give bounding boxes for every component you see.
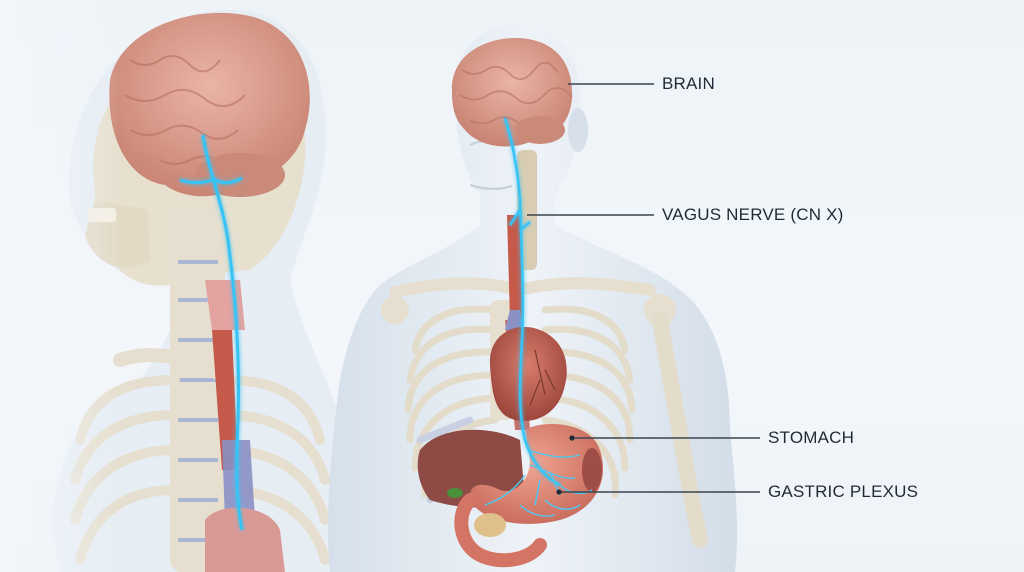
cerebellum — [195, 153, 285, 197]
label-brain: BRAIN — [662, 74, 715, 93]
vein-left — [222, 440, 255, 520]
leader-lines — [527, 83, 760, 493]
shoulder-joint — [644, 294, 676, 326]
esophagus-left — [212, 330, 238, 470]
anchor-dot-gastric-plexus — [556, 489, 562, 495]
vagus-nerve — [503, 117, 561, 487]
gastric-plexus — [484, 449, 593, 517]
heart-top-left — [205, 507, 285, 572]
vagus-nerve-left-view — [179, 134, 244, 531]
esophagus — [507, 215, 522, 320]
heart — [489, 326, 567, 421]
left-lateral-view — [0, 0, 340, 572]
larynx — [205, 280, 245, 330]
label-stomach: STOMACH — [768, 428, 855, 447]
anchor-dots — [556, 435, 575, 495]
label-vagus-nerve: VAGUS NERVE (CN X) — [662, 205, 844, 224]
spleen — [582, 448, 602, 492]
liver — [417, 429, 525, 508]
pancreas — [474, 513, 506, 537]
duodenum — [454, 493, 547, 568]
ribcage — [404, 305, 636, 499]
aorta — [505, 310, 522, 330]
stomach — [469, 424, 604, 524]
label-gastric-plexus: GASTRIC PLEXUS — [768, 482, 919, 501]
humerus — [652, 312, 708, 548]
ear — [568, 108, 588, 152]
gallbladder — [447, 488, 463, 498]
anterior-view — [327, 25, 738, 572]
anchor-dot-stomach — [569, 435, 575, 441]
brain-left-view-icon — [109, 12, 310, 197]
